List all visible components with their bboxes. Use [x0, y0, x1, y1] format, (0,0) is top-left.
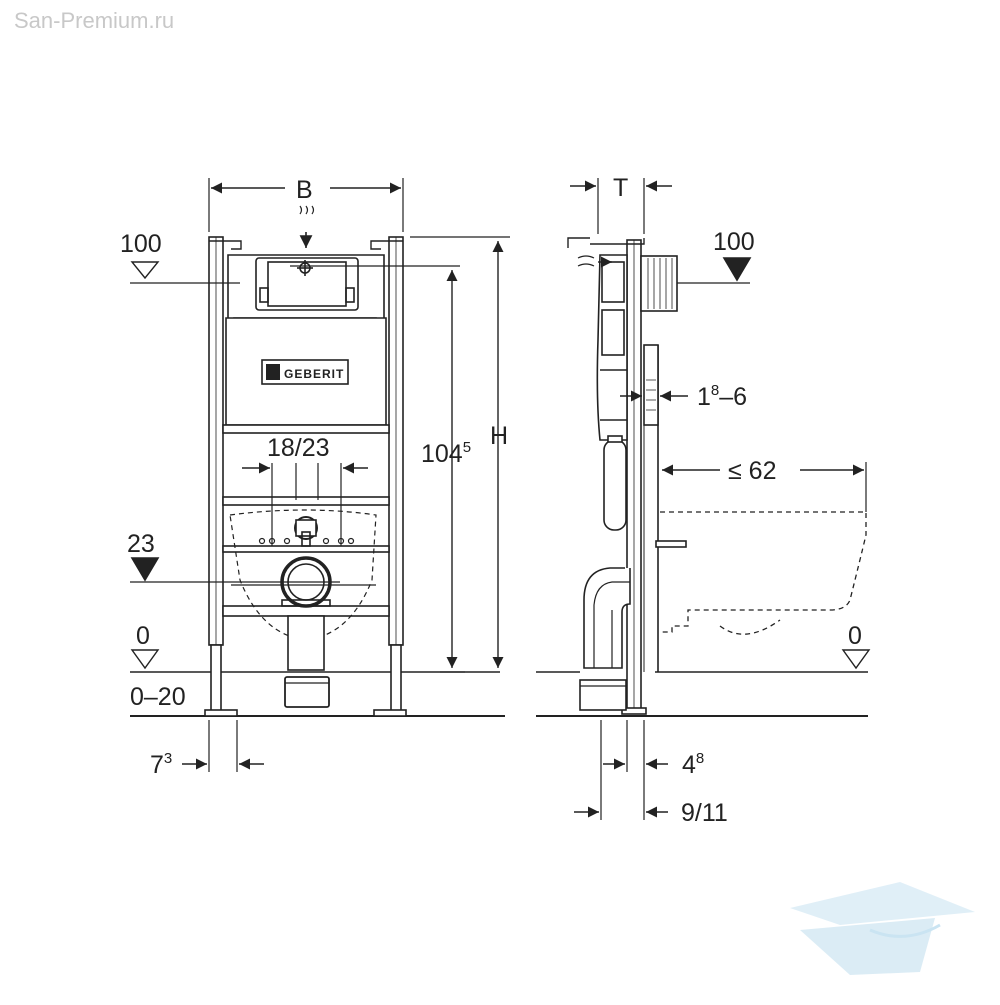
brand-text: GEBERIT — [284, 367, 344, 381]
label-ref-100: 100 — [120, 230, 162, 258]
watermark-text: San-Premium.ru — [14, 8, 175, 33]
brand-logo: GEBERIT — [261, 359, 349, 385]
drain-elbow — [284, 676, 330, 708]
frame-right-post — [373, 236, 407, 717]
label-ref-0: 0 — [136, 622, 150, 650]
side-cistern — [596, 254, 628, 441]
side-label-ref-0: 0 — [848, 622, 862, 650]
rail-bolt — [222, 545, 390, 553]
bowl-outline-dashed — [229, 509, 377, 641]
drain-pipe — [287, 615, 325, 671]
flush-opening — [255, 257, 359, 311]
side-drain-pipe — [603, 439, 627, 531]
mounting-studs — [258, 463, 355, 546]
rail-upper — [222, 424, 390, 434]
label-h: H — [490, 422, 508, 450]
label-ref-23: 23 — [127, 530, 155, 558]
label-7-3: 73 — [150, 750, 172, 779]
label-1-8-6: 18–6 — [697, 382, 747, 411]
level-marker-0-open — [130, 649, 160, 670]
cistern — [225, 254, 387, 426]
label-9-11: 9/11 — [681, 799, 728, 827]
watermark-logo — [790, 882, 975, 975]
label-104-5: 1045 — [421, 439, 471, 468]
label-0-20: 0–20 — [130, 683, 186, 711]
label-b: B — [296, 176, 313, 204]
side-level-marker-100-filled — [722, 257, 752, 282]
side-bowl-dashed — [660, 511, 867, 633]
side-label-ref-100: 100 — [713, 228, 755, 256]
front-view: GEBERIT — [130, 178, 510, 772]
level-marker-23-filled — [130, 557, 160, 582]
label-4-8: 48 — [682, 750, 704, 779]
side-level-marker-0-open — [841, 649, 871, 670]
label-max-62: ≤ 62 — [728, 457, 776, 485]
label-18-23: 18/23 — [267, 434, 330, 462]
side-drain-elbow — [579, 567, 631, 711]
water-inlet — [294, 516, 318, 547]
level-marker-100-open — [130, 261, 160, 280]
side-view — [536, 178, 871, 820]
frame-left-post — [204, 236, 238, 717]
label-t: T — [613, 174, 628, 202]
rail-middle — [222, 496, 390, 506]
flush-plate-side — [640, 255, 678, 312]
